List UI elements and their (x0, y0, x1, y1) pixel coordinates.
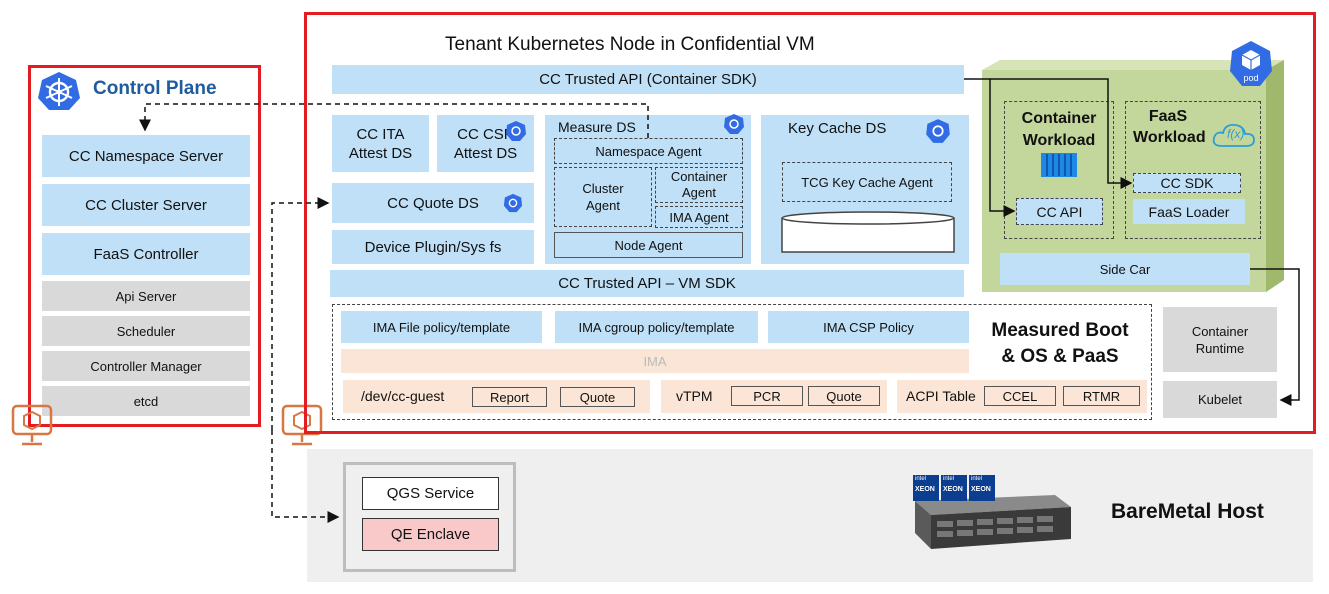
cc-csp-label: CC CSP Attest DS (453, 125, 518, 162)
cc-cluster-server: CC Cluster Server (42, 184, 250, 226)
faas-logo: f(x) (1227, 127, 1245, 141)
api-server: Api Server (42, 281, 250, 311)
qgs-frame (343, 462, 516, 572)
cc-ita-label: CC ITA Attest DS (348, 125, 413, 162)
ccel-box: CCEL (984, 386, 1056, 406)
ima-csp-policy: IMA CSP Policy (768, 311, 969, 343)
cpu-badge-text: XEON (915, 486, 935, 493)
controller-manager: Controller Manager (42, 351, 250, 381)
container-icon (1041, 153, 1077, 177)
qgs-service: QGS Service (362, 477, 499, 510)
faas-workload-label: FaaS Workload (1133, 108, 1206, 146)
quote-box-2: Quote (808, 386, 880, 406)
ima-bar: IMA (341, 349, 969, 373)
faas-cloud-icon (1212, 124, 1255, 147)
container-workload-label: Container Workload (1021, 110, 1097, 149)
dev-cc-guest-group (343, 380, 650, 413)
ima-file-policy: IMA File policy/template (341, 311, 542, 343)
namespace-agent: Namespace Agent (554, 138, 743, 164)
measured-boot-title: Measured Boot & OS & PaaS (991, 320, 1129, 367)
vm-monitor-icon (281, 404, 323, 446)
server-icon: XEON XEON XEON intel intel intel (905, 473, 1075, 553)
database-cylinder (781, 211, 955, 253)
scheduler: Scheduler (42, 316, 250, 346)
cc-trusted-api-container-sdk: CC Trusted API (Container SDK) (332, 65, 964, 94)
tenant-node-title: Tenant Kubernetes Node in Confidential V… (445, 34, 815, 55)
container-workload (1004, 101, 1114, 239)
acpi-table-label: ACPI Table (906, 388, 976, 404)
cpu-badge-text: XEON (943, 486, 963, 493)
kubernetes-icon (38, 72, 80, 110)
ima-cgroup-policy: IMA cgroup policy/template (555, 311, 758, 343)
vtpm-label: vTPM (676, 388, 713, 404)
faas-loader: FaaS Loader (1133, 199, 1245, 224)
kubernetes-icon (724, 114, 744, 134)
cc-ita-attest-ds: CC ITA Attest DS (332, 115, 429, 172)
report-box: Report (472, 387, 547, 407)
cpu-brand-text: intel (915, 476, 927, 482)
cc-namespace-server: CC Namespace Server (42, 135, 250, 177)
node-agent: Node Agent (554, 232, 743, 258)
etcd: etcd (42, 386, 250, 416)
cc-trusted-api-vm-sdk: CC Trusted API – VM SDK (330, 270, 964, 297)
cc-api: CC API (1016, 198, 1103, 225)
vtpm-group (661, 380, 887, 413)
tcg-key-cache-agent: TCG Key Cache Agent (782, 162, 952, 202)
container-agent-label: Container Agent (670, 169, 728, 200)
measure-ds-title: Measure DS (558, 119, 636, 135)
dev-cc-guest: /dev/cc-guest (361, 388, 445, 404)
cpu-brand-text: intel (971, 476, 983, 482)
faas-controller: FaaS Controller (42, 233, 250, 275)
container-agent: Container Agent (655, 167, 743, 203)
baremetal-host-area (307, 449, 1313, 582)
faas-workload (1125, 101, 1261, 239)
control-plane-frame (28, 65, 261, 427)
cpu-badge-text: XEON (971, 486, 991, 493)
pod-label: pod (1243, 73, 1259, 83)
kubernetes-icon (506, 121, 526, 141)
baremetal-host-title: BareMetal Host (1111, 500, 1264, 523)
pod-cube-icon: pod (1229, 40, 1273, 88)
measure-ds (545, 115, 751, 264)
kubelet: Kubelet (1163, 381, 1277, 418)
cpu-brand-text: intel (943, 476, 955, 482)
tenant-node-frame (304, 12, 1316, 434)
control-plane-title: Control Plane (93, 78, 217, 99)
cluster-agent: Cluster Agent (554, 167, 652, 227)
rtmr-box: RTMR (1063, 386, 1140, 406)
quote-box: Quote (560, 387, 635, 407)
cc-sdk: CC SDK (1133, 173, 1241, 193)
kubernetes-icon (503, 193, 523, 213)
device-plugin-sysfs: Device Plugin/Sys fs (332, 230, 534, 264)
ima-agent: IMA Agent (655, 206, 743, 228)
cluster-agent-label: Cluster Agent (582, 181, 624, 213)
vm-monitor-icon (11, 404, 53, 446)
side-car: Side Car (1000, 253, 1250, 285)
qe-enclave: QE Enclave (362, 518, 499, 551)
container-runtime: Container Runtime (1163, 307, 1277, 372)
acpi-group (897, 380, 1147, 413)
kubernetes-icon (926, 119, 950, 143)
pcr-box: PCR (731, 386, 803, 406)
cc-quote-ds: CC Quote DS (332, 183, 534, 223)
measured-boot-area (332, 304, 1152, 420)
key-cache-ds-title: Key Cache DS (788, 120, 887, 137)
